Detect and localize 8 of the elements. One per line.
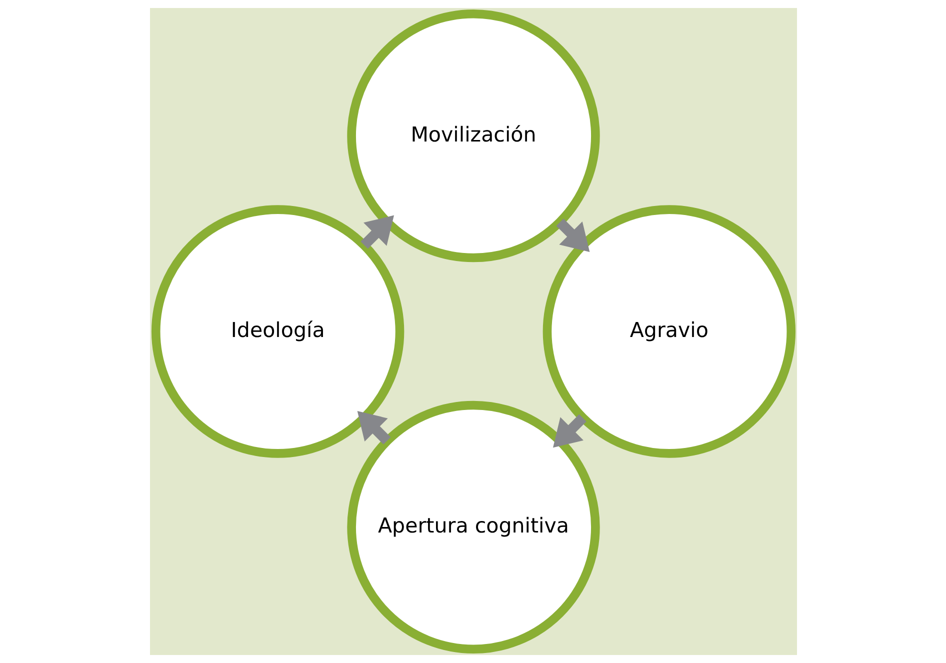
arrow: [360, 215, 394, 249]
arrow: [356, 410, 390, 444]
arrow: [552, 414, 586, 448]
node-circle: Movilización: [346, 9, 600, 262]
arrow: [556, 218, 590, 252]
node-circle: Ideología: [150, 205, 404, 458]
node-circle: Apertura cognitiva: [346, 400, 600, 654]
node-circle: Agravio: [542, 205, 796, 458]
